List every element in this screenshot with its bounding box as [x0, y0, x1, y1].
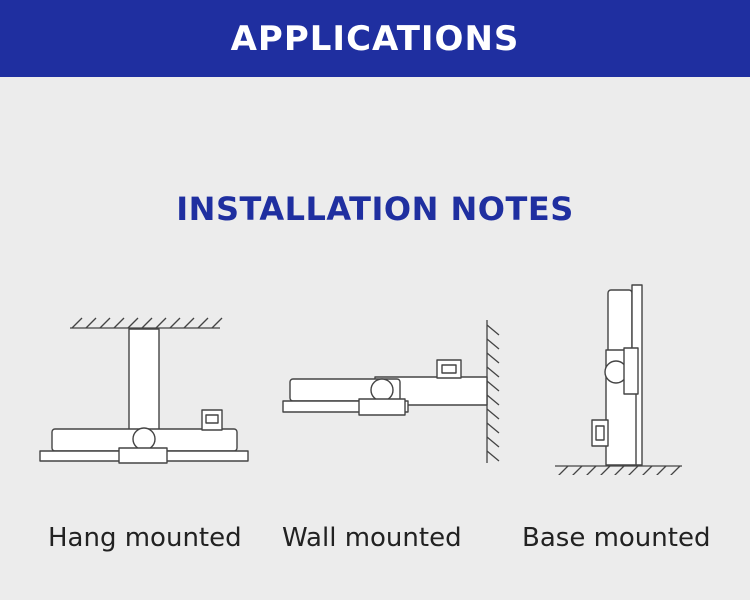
header-title: APPLICATIONS — [230, 18, 520, 59]
wall-mounted-diagram — [282, 320, 500, 463]
hang-mounted-diagram — [39, 317, 249, 464]
caption-base-mounted: Base mounted — [522, 523, 711, 553]
header-banner: APPLICATIONS — [0, 0, 750, 77]
caption-wall-mounted: Wall mounted — [282, 523, 462, 553]
caption-hang-mounted: Hang mounted — [48, 523, 242, 553]
section-title: INSTALLATION NOTES — [176, 190, 574, 228]
base-mounted-diagram — [555, 284, 682, 475]
